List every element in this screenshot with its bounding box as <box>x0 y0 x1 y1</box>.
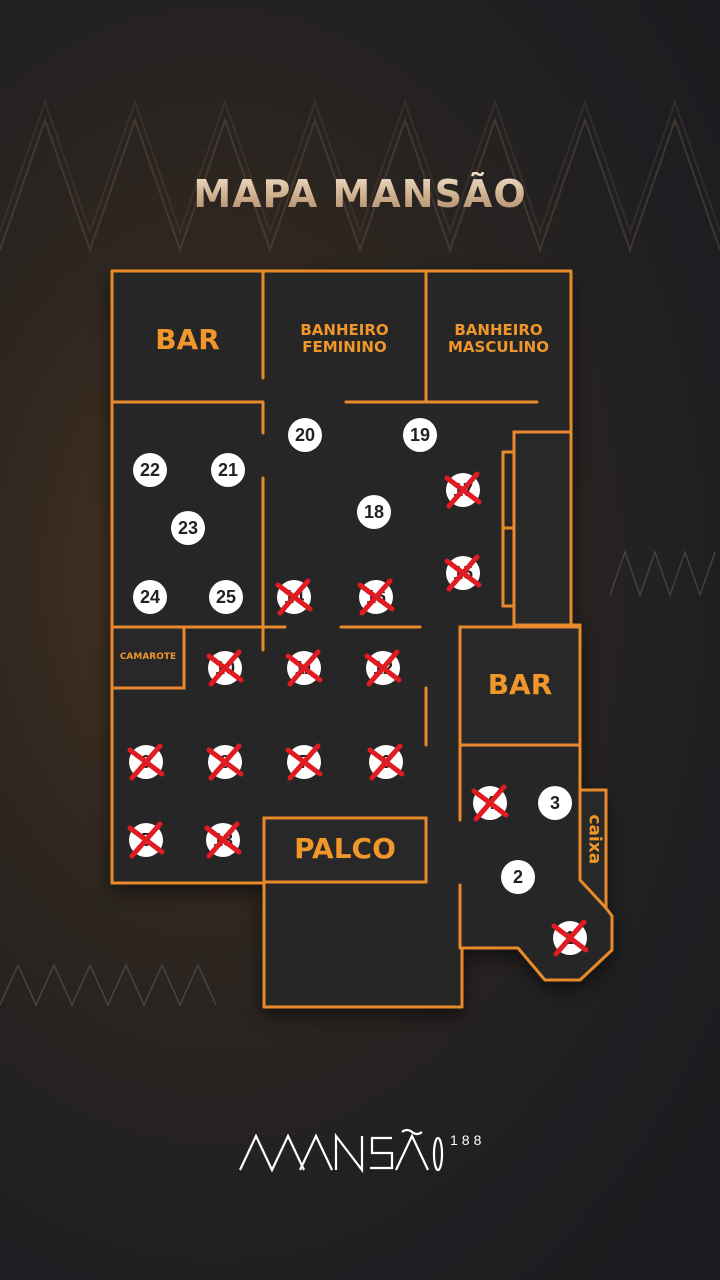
table-23[interactable]: 23 <box>171 511 205 545</box>
table-8[interactable]: 8 <box>206 743 244 781</box>
banheiro-masculino-line1: BANHEIRO <box>454 321 543 339</box>
table-16[interactable]: 16 <box>357 578 395 616</box>
table-number: 7 <box>298 751 309 772</box>
table-10[interactable]: 10 <box>206 649 244 687</box>
bar-top-label: BAR <box>155 323 220 356</box>
table-22[interactable]: 22 <box>133 453 167 487</box>
table-number: 1 <box>564 927 575 948</box>
table-12[interactable]: 12 <box>364 649 402 687</box>
table-number: 6 <box>380 751 391 772</box>
table-24[interactable]: 24 <box>133 580 167 614</box>
logo-number: 188 <box>450 1132 486 1148</box>
palco-label: PALCO <box>294 832 396 865</box>
table-17[interactable]: 17 <box>444 471 482 509</box>
table-number: 14 <box>283 586 305 607</box>
table-number: 2 <box>512 866 523 887</box>
table-18[interactable]: 18 <box>357 495 391 529</box>
table-number: 21 <box>217 459 239 480</box>
table-number: 23 <box>177 517 199 538</box>
table-6[interactable]: 6 <box>367 743 405 781</box>
table-3[interactable]: 3 <box>538 786 572 820</box>
table-number: 15 <box>452 562 474 583</box>
table-1[interactable]: 1 <box>551 919 589 957</box>
mansao-logo <box>239 1128 444 1174</box>
bar-right-label: BAR <box>487 668 553 701</box>
table-4[interactable]: 4 <box>471 784 509 822</box>
page-title: MAPA MANSÃO <box>0 172 720 216</box>
table-2[interactable]: 2 <box>501 860 535 894</box>
banheiro-masculino-line2: MASCULINO <box>448 337 549 356</box>
table-25[interactable]: 25 <box>209 580 243 614</box>
table-number: 19 <box>409 424 431 445</box>
table-number: 13 <box>212 829 234 850</box>
table-14[interactable]: 14 <box>275 578 313 616</box>
banheiro-feminino-line2: FEMININO <box>302 337 387 356</box>
table-number: 5 <box>140 829 151 850</box>
table-20[interactable]: 20 <box>288 418 322 452</box>
table-number: 4 <box>484 792 495 813</box>
table-number: 8 <box>219 751 230 772</box>
table-13[interactable]: 13 <box>204 821 242 859</box>
caixa-label: caixa <box>584 814 605 865</box>
table-number: 16 <box>365 586 387 607</box>
table-number: 18 <box>363 501 385 522</box>
table-21[interactable]: 21 <box>211 453 245 487</box>
banheiro-masculino-label: BANHEIRO MASCULINO <box>426 322 571 355</box>
table-15[interactable]: 15 <box>444 554 482 592</box>
table-9[interactable]: 9 <box>127 743 165 781</box>
banheiro-feminino-line1: BANHEIRO <box>300 321 389 339</box>
table-number: 11 <box>294 657 314 678</box>
table-number: 22 <box>139 459 161 480</box>
table-number: 3 <box>549 792 560 813</box>
table-number: 24 <box>139 586 161 607</box>
table-number: 20 <box>294 424 316 445</box>
table-7[interactable]: 7 <box>285 743 323 781</box>
table-number: 10 <box>214 657 236 678</box>
table-number: 17 <box>452 479 474 500</box>
table-number: 12 <box>372 657 394 678</box>
camarote-label: CAMAROTE <box>119 652 177 662</box>
table-5[interactable]: 5 <box>127 821 165 859</box>
table-number: 9 <box>140 751 151 772</box>
table-19[interactable]: 19 <box>403 418 437 452</box>
banheiro-feminino-label: BANHEIRO FEMININO <box>263 322 426 355</box>
table-number: 25 <box>215 586 237 607</box>
table-11[interactable]: 11 <box>285 649 323 687</box>
